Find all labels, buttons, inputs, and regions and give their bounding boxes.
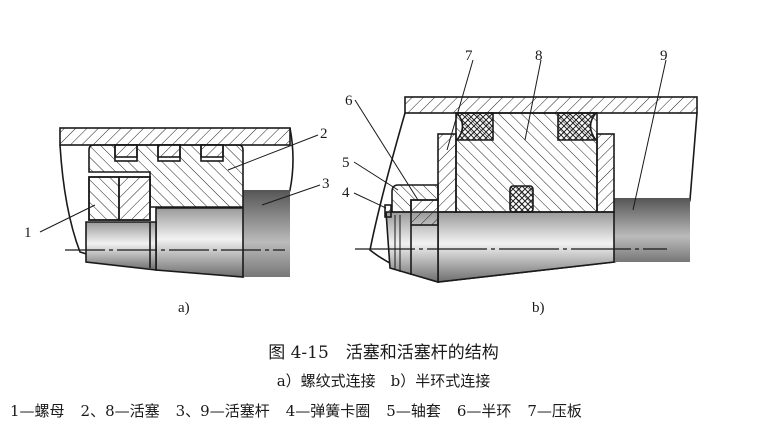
half-ring-6 [410, 199, 439, 226]
legend-item: 5—轴套 [386, 402, 441, 420]
part-label: 3 [322, 176, 330, 192]
plate-7-right [596, 133, 615, 213]
panel-b-label: b) [532, 300, 545, 316]
rod-3-shaded [243, 190, 290, 277]
part-label: 6 [345, 93, 353, 109]
legend-item: 6—半环 [456, 402, 512, 420]
part-label: 2 [320, 126, 328, 142]
seal-right [557, 112, 598, 141]
part-label: 5 [342, 155, 350, 171]
legend-item: 1—螺母 [10, 402, 65, 420]
o-ring [509, 185, 534, 213]
legend-item: 7—压板 [527, 402, 582, 420]
figure-subtitle: a）螺纹式连接 b）半环式连接 [276, 372, 491, 390]
figure-legend: 1—螺母 2、8—活塞 3、9—活塞杆 4—弹簧卡圈 5—轴套 6—半环 7—压板 [10, 400, 767, 421]
figure-title: 图 4-15 活塞和活塞杆的结构 [268, 343, 499, 363]
legend-item: 4—弹簧卡圈 [285, 402, 371, 420]
part-label: 8 [535, 48, 543, 64]
panel-a-label: a) [178, 300, 190, 316]
part-label: 1 [24, 225, 32, 241]
legend-item: 3、9—活塞杆 [175, 402, 270, 420]
panel-a [39, 127, 321, 278]
part-label: 4 [342, 185, 350, 201]
panel-b [353, 59, 698, 284]
part-label: 7 [465, 48, 473, 64]
legend-item: 2、8—活塞 [80, 402, 160, 420]
part-label: 9 [660, 48, 668, 64]
cylinder-wall-b [404, 96, 698, 114]
seal-left [455, 112, 494, 141]
cylinder-wall-a [59, 127, 291, 146]
plate-7-left [437, 133, 457, 213]
spring-clip-4 [384, 204, 392, 218]
rod-9-shaded [614, 198, 690, 262]
